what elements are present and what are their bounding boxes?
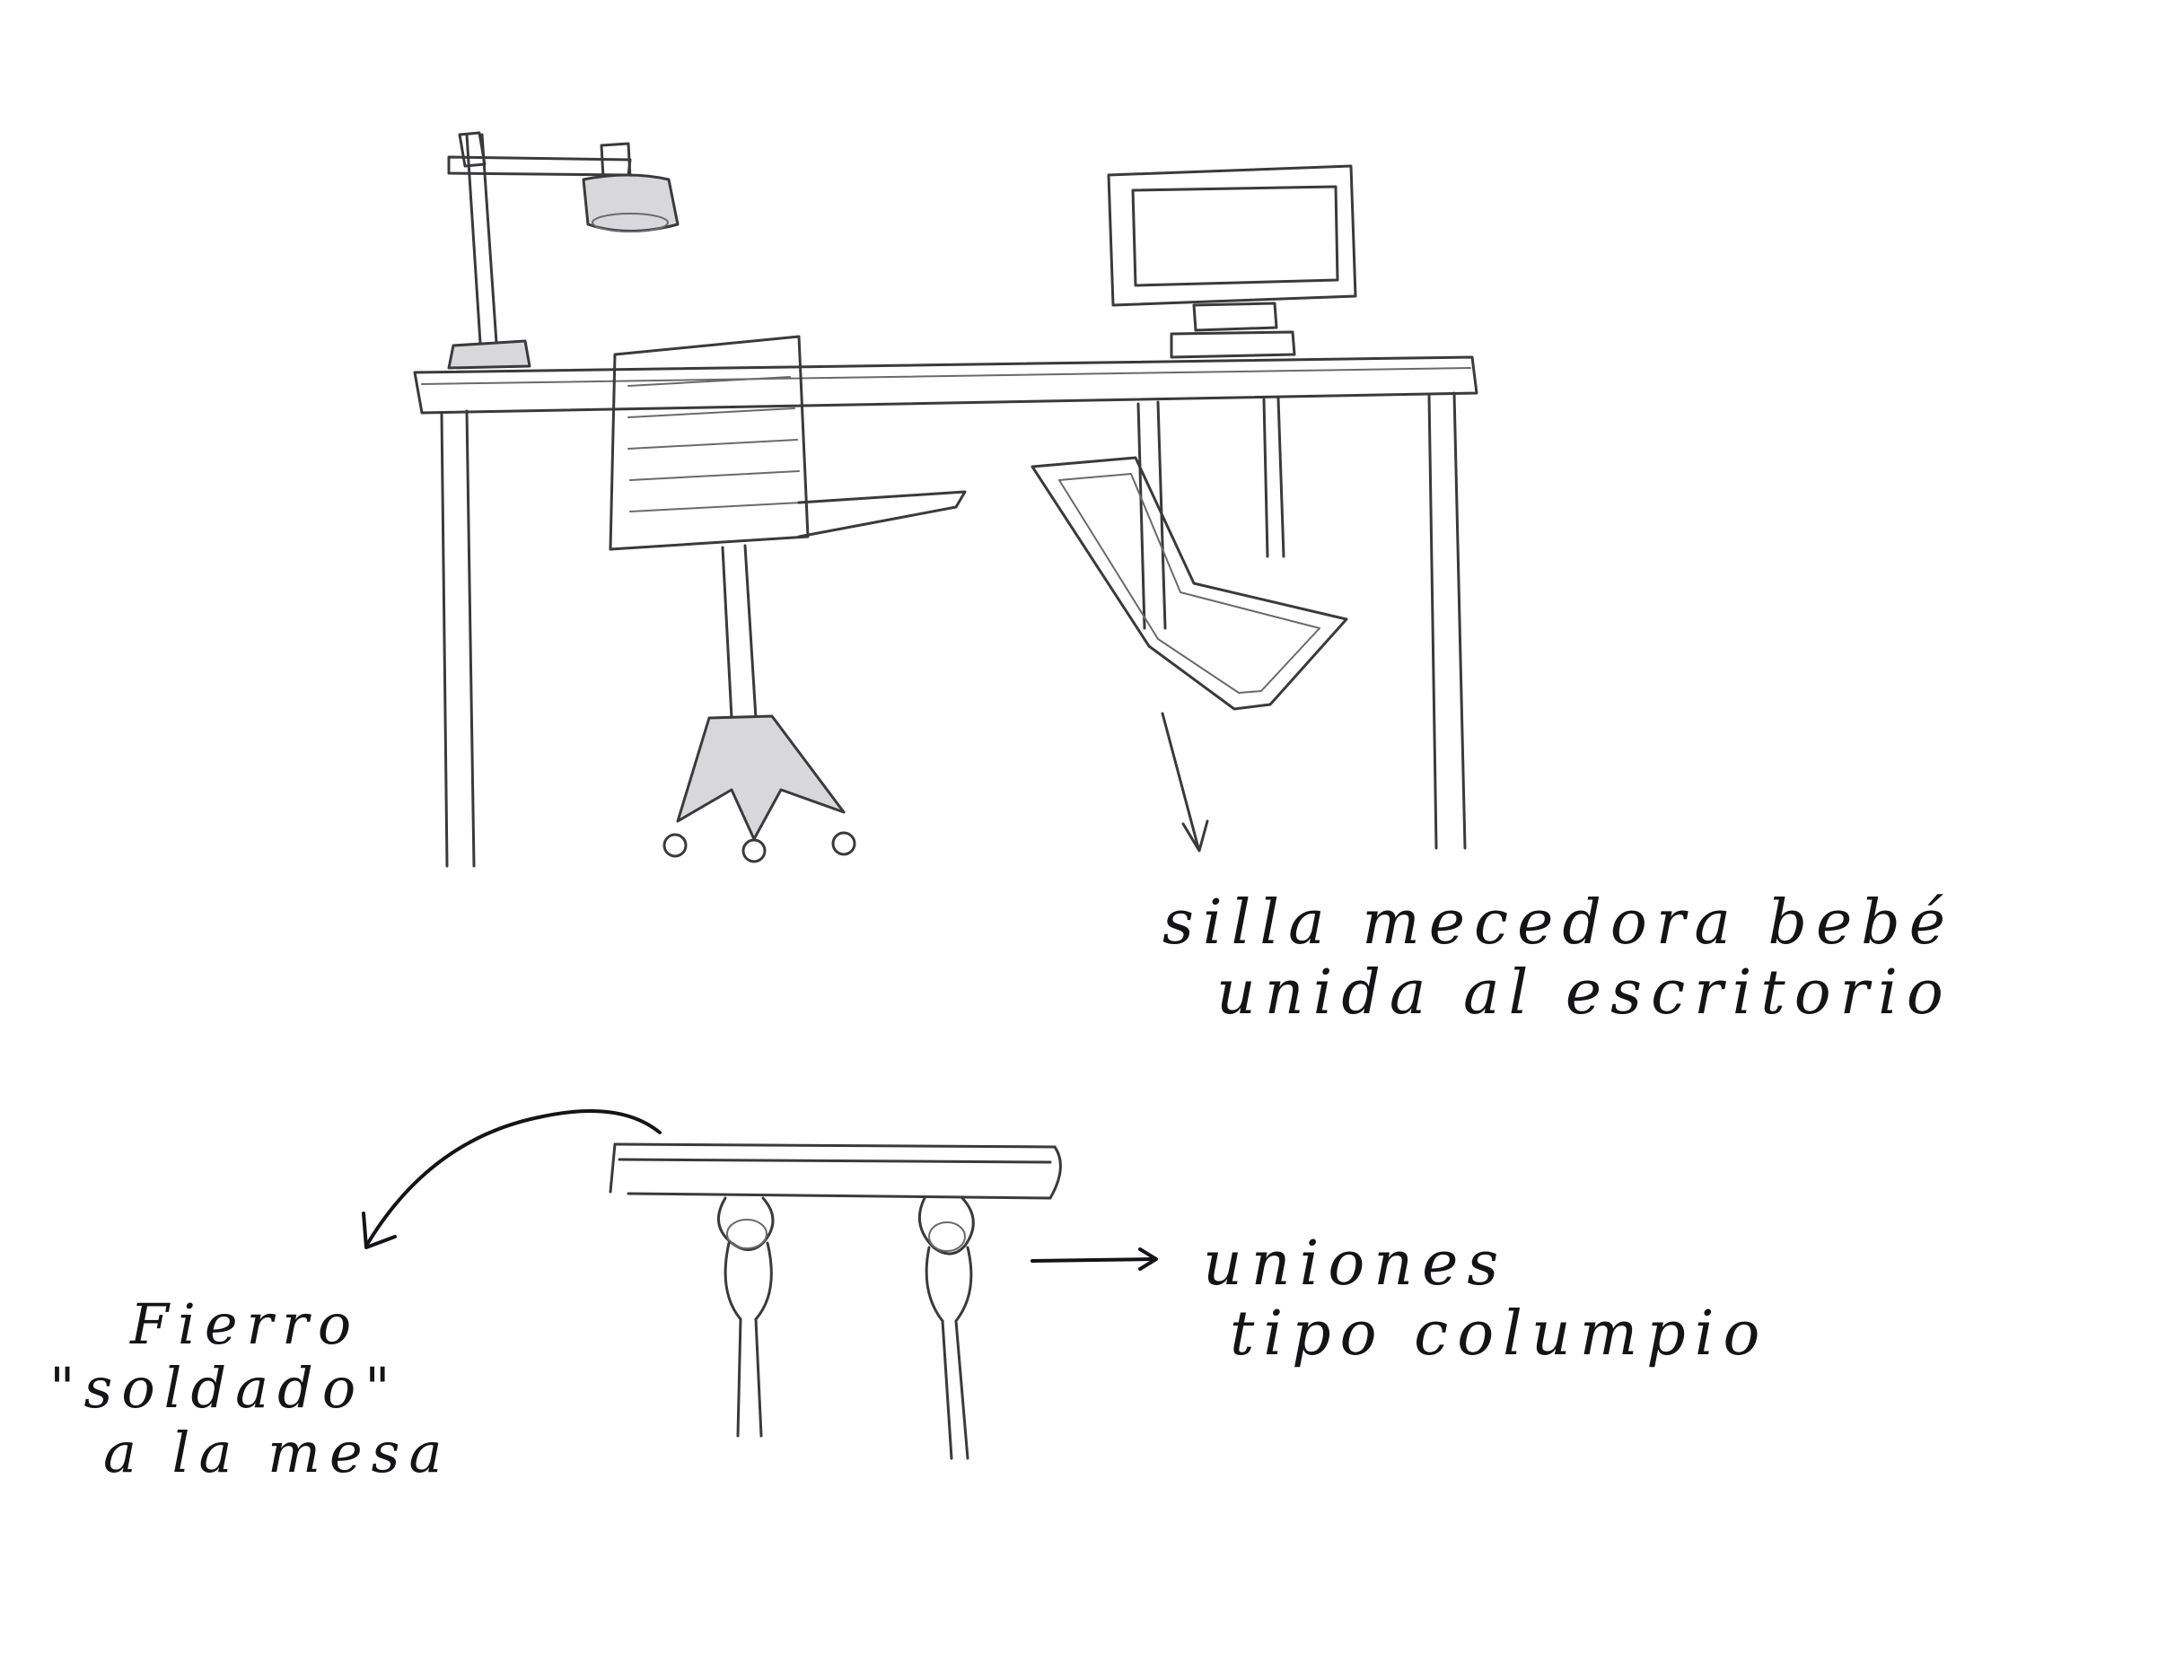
note-baby-rocker-line2: unida al escritorio xyxy=(1162,958,1954,1028)
note-iron-bar: Fierro "soldado" a la mesa xyxy=(49,1292,451,1484)
note-iron-bar-line3: a la mesa xyxy=(49,1421,451,1484)
rocker-arrow xyxy=(1162,713,1207,851)
swing-joint-left xyxy=(718,1198,773,1436)
note-iron-bar-line1: Fierro xyxy=(49,1292,451,1356)
detail-table-edge xyxy=(610,1144,1060,1198)
joints-arrow xyxy=(1032,1249,1156,1269)
note-iron-bar-line2: "soldado" xyxy=(49,1356,451,1420)
baby-rocker xyxy=(1032,458,1346,709)
note-swing-joints-line2: tipo columpio xyxy=(1203,1299,1768,1369)
desk-lamp xyxy=(449,133,678,368)
desk-leg-left xyxy=(442,411,474,866)
swing-joint-right xyxy=(919,1198,973,1458)
note-baby-rocker: silla mecedora bebé unida al escritorio xyxy=(1162,888,1954,1028)
monitor xyxy=(1109,166,1355,357)
iron-arrow xyxy=(364,1111,660,1247)
note-swing-joints: uniones tipo columpio xyxy=(1203,1229,1768,1369)
note-swing-joints-line1: uniones xyxy=(1203,1229,1768,1299)
note-baby-rocker-line1: silla mecedora bebé xyxy=(1162,888,1954,958)
desk-leg-right xyxy=(1429,393,1465,848)
office-chair xyxy=(610,337,965,862)
